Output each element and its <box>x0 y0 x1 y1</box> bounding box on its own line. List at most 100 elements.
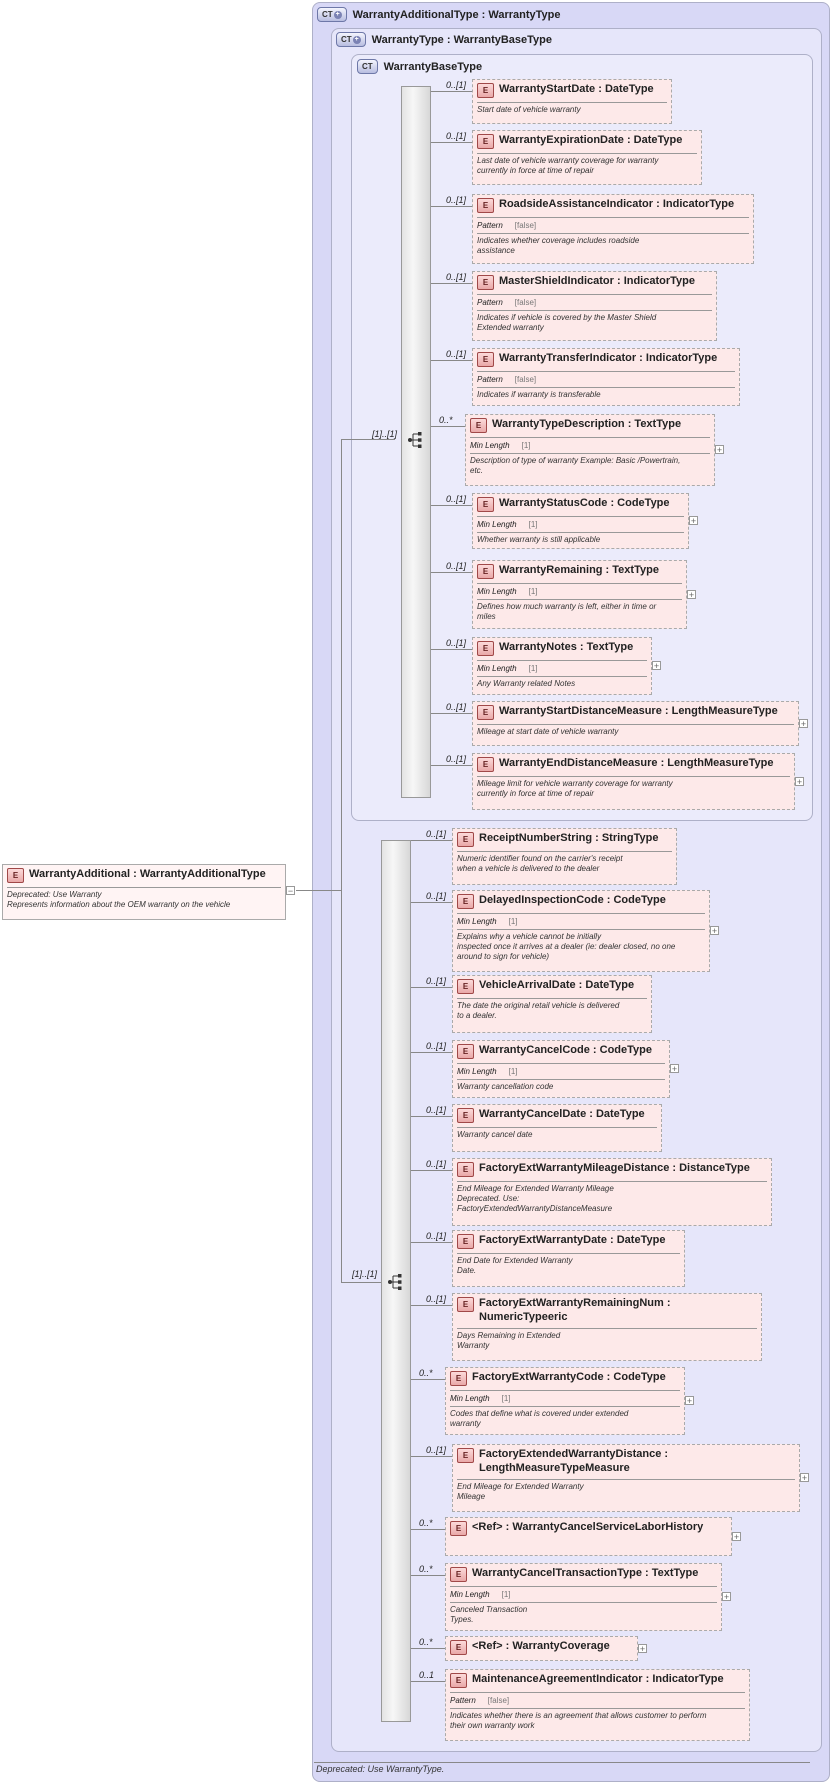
element-cardinality: 0..* <box>419 1518 433 1528</box>
element-connector <box>431 649 472 650</box>
element-doc-line: Days Remaining in Extended <box>457 1331 561 1340</box>
element-facet: Min Length[1] <box>450 1590 511 1599</box>
expand-toggle[interactable]: + <box>685 1396 694 1406</box>
element-doc-line: Deprecated. Use: <box>457 1194 520 1203</box>
element-icon: E <box>457 832 474 847</box>
root-doc-line-1: Deprecated: Use Warranty <box>7 890 102 899</box>
element-cardinality: 0..[1] <box>426 829 447 839</box>
outer-type-header: CT+ WarrantyAdditionalType : WarrantyTyp… <box>317 7 560 22</box>
element-connector <box>431 572 472 573</box>
element-cardinality: 0..* <box>419 1637 433 1647</box>
element-connector <box>411 1242 452 1243</box>
element-name: <Ref> : WarrantyCoverage <box>472 1640 610 1652</box>
element-doc-line: End Mileage for Extended Warranty <box>457 1482 584 1491</box>
expand-toggle[interactable]: + <box>638 1643 647 1654</box>
complex-type-ext-icon: CT+ <box>317 7 347 22</box>
element-icon: E <box>450 1673 467 1688</box>
expand-toggle[interactable]: + <box>799 718 808 729</box>
element-name: WarrantyTransferIndicator : IndicatorTyp… <box>499 352 718 364</box>
element-cardinality: 0..[1] <box>426 891 447 901</box>
element-connector <box>431 505 472 506</box>
root-element-warranty-additional[interactable]: E WarrantyAdditional : WarrantyAdditiona… <box>2 864 286 920</box>
expand-toggle[interactable]: + <box>689 516 698 526</box>
element-doc-line: Indicates whether coverage includes road… <box>477 236 640 245</box>
mid-type-header: CT+ WarrantyType : WarrantyBaseType <box>336 32 552 47</box>
element-doc-line: around to sign for vehicle) <box>457 952 550 961</box>
element-connector <box>411 1170 452 1171</box>
element-doc-line: when a vehicle is delivered to the deale… <box>457 864 600 873</box>
element-name: WarrantyStartDate : DateType <box>499 83 654 95</box>
element-connector <box>411 1681 445 1682</box>
expand-toggle[interactable]: + <box>687 589 696 600</box>
element-doc-line: inspected once it arrives at a dealer (i… <box>457 942 676 951</box>
element-doc-line: Explains why a vehicle cannot be initial… <box>457 932 602 941</box>
element-ref[interactable]: E<Ref> : WarrantyCoverage <box>445 1636 638 1661</box>
element-icon: E <box>477 757 494 772</box>
expand-toggle[interactable]: + <box>732 1531 741 1542</box>
element-icon: E <box>457 1162 474 1177</box>
element-icon: E <box>477 134 494 149</box>
element-doc-line: currently in force at time of repair <box>477 789 594 798</box>
expand-toggle[interactable]: + <box>670 1064 679 1074</box>
element-doc-line: End Mileage for Extended Warranty Mileag… <box>457 1184 614 1193</box>
element-connector <box>431 713 472 714</box>
element-connector <box>411 1116 452 1117</box>
element-facet: Min Length[1] <box>457 1067 518 1076</box>
root-collapse-toggle[interactable]: − <box>286 886 295 896</box>
element-facet: Min Length[1] <box>477 520 538 529</box>
element-doc-line: FactoryExtendedWarrantyDistanceMeasure <box>457 1204 613 1213</box>
element-doc-line: Warranty cancellation code <box>457 1082 554 1091</box>
element-cardinality: 0..[1] <box>446 195 467 205</box>
element-ref[interactable]: E<Ref> : WarrantyCancelServiceLaborHisto… <box>445 1517 732 1556</box>
expand-toggle[interactable]: + <box>715 445 724 455</box>
element-facet: Pattern[false] <box>450 1696 510 1705</box>
element-doc-line: assistance <box>477 246 515 255</box>
element-doc-line: Indicates if warranty is transferable <box>477 390 601 399</box>
element-name: WarrantyCancelDate : DateType <box>479 1108 645 1120</box>
expand-toggle[interactable]: + <box>800 1473 809 1483</box>
element-cardinality: 0..[1] <box>446 561 467 571</box>
element-doc-line: currently in force at time of repair <box>477 166 594 175</box>
expand-toggle[interactable]: + <box>710 926 719 936</box>
expand-toggle[interactable]: + <box>652 661 661 671</box>
expand-toggle[interactable]: + <box>722 1592 731 1602</box>
element-connector <box>431 91 472 92</box>
element-connector <box>431 142 472 143</box>
root-doc-line-2: Represents information about the OEM war… <box>7 900 231 909</box>
expand-toggle[interactable]: + <box>795 776 804 787</box>
element-connector <box>411 1379 445 1380</box>
element-connector <box>431 765 472 766</box>
element-name: WarrantyRemaining : TextType <box>499 564 659 576</box>
element-doc-line: Indicates whether there is an agreement … <box>450 1711 707 1720</box>
footer-documentation: Deprecated: Use WarrantyType. <box>316 1764 445 1774</box>
element-name: VehicleArrivalDate : DateType <box>479 979 635 991</box>
element-name: FactoryExtWarrantyDate : DateType <box>479 1234 666 1246</box>
element-connector <box>431 206 472 207</box>
element-icon: E <box>477 198 494 213</box>
element-cardinality: 0..[1] <box>446 754 467 764</box>
element-name: <Ref> : WarrantyCancelServiceLaborHistor… <box>472 1521 704 1533</box>
